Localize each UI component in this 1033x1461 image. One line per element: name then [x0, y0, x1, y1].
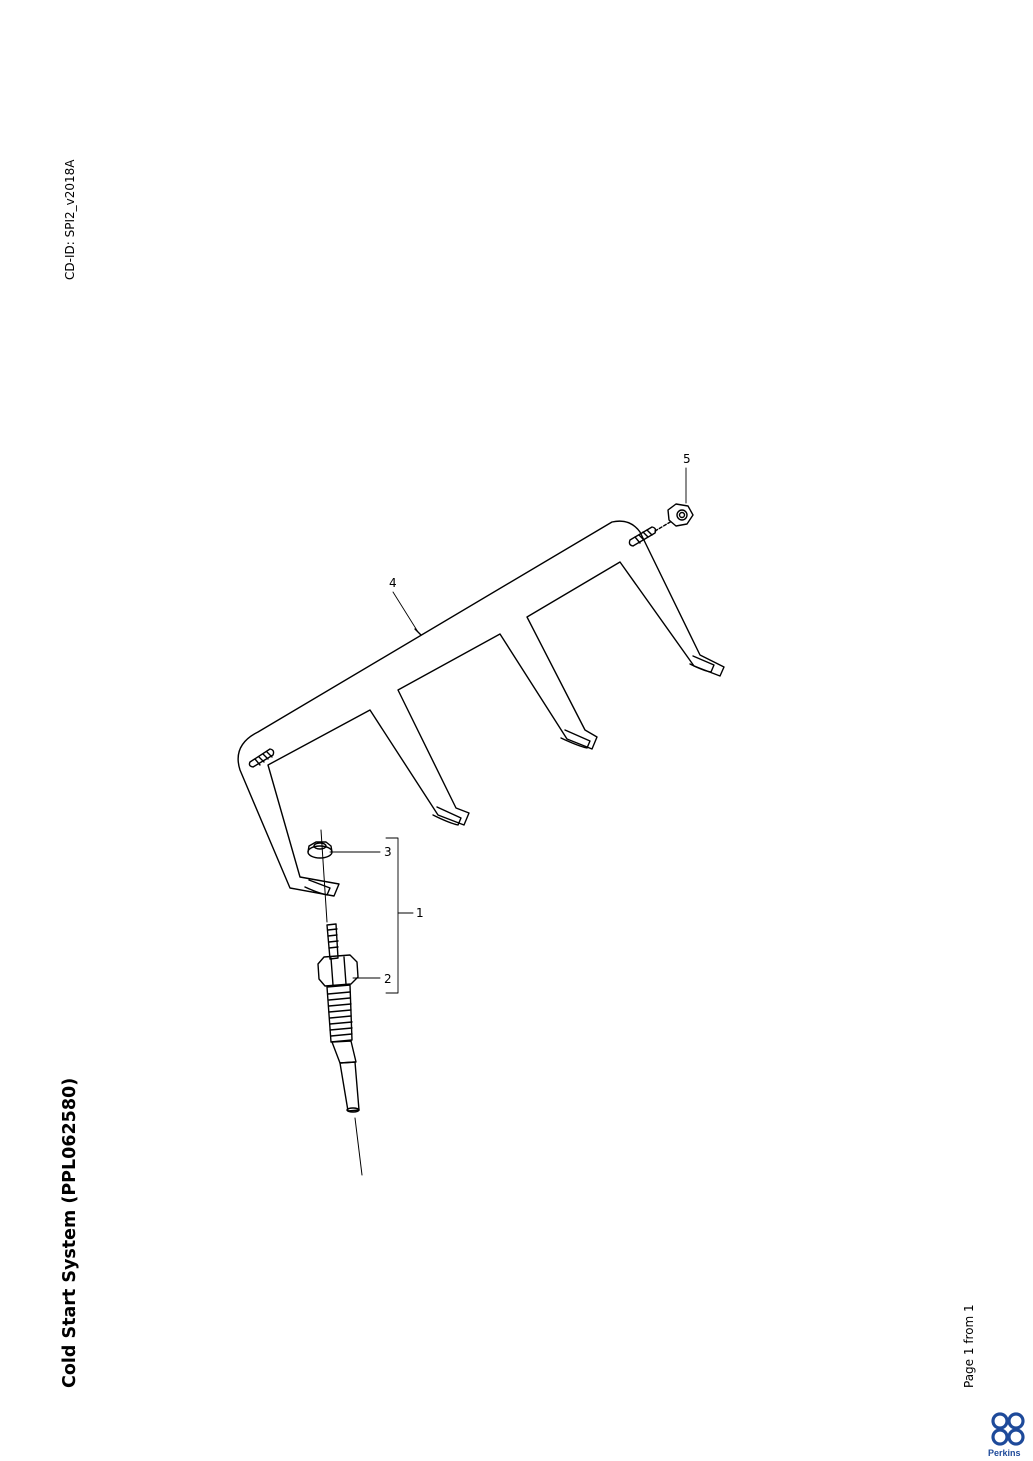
callout-3: 3	[384, 845, 392, 859]
brand-name: Perkins	[988, 1448, 1021, 1458]
terminal-nut	[307, 841, 333, 859]
stud-left	[248, 748, 275, 768]
flange-nut	[667, 503, 694, 527]
callout-5: 5	[683, 452, 691, 466]
callout-4: 4	[389, 576, 397, 590]
callout-2: 2	[384, 972, 392, 986]
glow-plug	[317, 829, 363, 1176]
stud-right	[628, 520, 673, 547]
callout-1: 1	[416, 906, 424, 920]
perkins-logo-icon	[991, 1412, 1025, 1446]
wiring-bracket	[237, 520, 725, 897]
callout-leaders	[329, 467, 687, 994]
